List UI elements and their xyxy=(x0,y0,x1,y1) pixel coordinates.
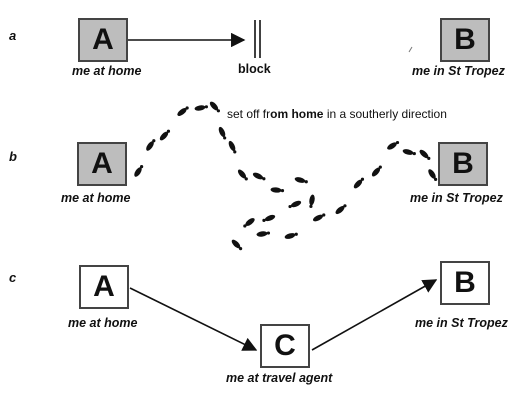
footprint xyxy=(312,214,324,222)
row-label-c: c xyxy=(9,270,17,285)
footprint xyxy=(245,218,255,226)
footprint-toe xyxy=(166,129,171,133)
footprint-toe xyxy=(243,224,247,228)
footprint xyxy=(387,142,397,150)
footprint-toe xyxy=(204,105,208,109)
route-note: set off from home in a southerly directi… xyxy=(227,107,447,121)
row-label-a: a xyxy=(9,28,17,43)
footprint-toe xyxy=(280,189,285,193)
footprint xyxy=(228,140,236,152)
footprint xyxy=(270,187,282,193)
caption-me-in-st-tropez: me in St Tropez xyxy=(412,64,505,78)
box-b-st-tropez: B xyxy=(440,18,490,62)
box-b-st-tropez: B xyxy=(438,142,488,186)
caption-me-at-home: me at home xyxy=(72,64,142,78)
footprint xyxy=(309,194,315,206)
footprint-toe xyxy=(322,213,326,217)
footprint xyxy=(335,205,345,215)
footprint xyxy=(134,167,142,177)
box-a-home: A xyxy=(77,142,127,186)
caption-me-at-home: me at home xyxy=(61,191,131,205)
footprint xyxy=(284,233,296,239)
footprint-toe xyxy=(233,150,237,154)
footprint-toe xyxy=(309,204,313,209)
footprint xyxy=(353,179,363,189)
footprint xyxy=(264,214,276,222)
footprint-trail xyxy=(134,101,438,251)
caption-me-in-st-tropez: me in St Tropez xyxy=(415,316,508,330)
box-a-home: A xyxy=(78,18,128,62)
footprint-toe xyxy=(238,246,243,251)
box-a-home: A xyxy=(79,265,129,309)
footprint xyxy=(402,149,414,155)
footprint xyxy=(290,200,302,208)
footprint-toe xyxy=(378,165,382,169)
footprint-toe xyxy=(304,180,308,184)
footprint xyxy=(256,231,268,237)
footprint xyxy=(294,177,306,183)
footprint-toe xyxy=(343,204,347,208)
footprint-toe xyxy=(288,204,292,209)
footprint xyxy=(146,141,154,151)
stray-mark xyxy=(408,46,413,53)
footprint-toe xyxy=(216,109,220,113)
footprint-toe xyxy=(434,177,438,182)
footprint-toe xyxy=(360,177,365,181)
box-b-st-tropez: B xyxy=(440,261,490,305)
footprint-toe xyxy=(223,136,227,140)
footprint xyxy=(237,169,247,179)
footprint xyxy=(428,169,436,179)
footprint-toe xyxy=(262,218,266,222)
box-c-travel-agent: C xyxy=(260,324,310,368)
footprint xyxy=(218,126,226,138)
footprint-toe xyxy=(412,151,416,156)
footprint-toe xyxy=(152,139,156,143)
footprint xyxy=(209,101,219,111)
caption-me-at-travel-agent: me at travel agent xyxy=(226,371,333,385)
footprint-toe xyxy=(266,231,271,235)
block-label: block xyxy=(238,62,271,76)
caption-me-in-st-tropez: me in St Tropez xyxy=(410,191,503,205)
arrow-home-to-agent xyxy=(129,287,258,351)
row-label-b: b xyxy=(9,149,17,164)
footprint-toe xyxy=(140,164,144,169)
footprint xyxy=(231,239,241,249)
footprint-toe xyxy=(244,177,248,181)
footprint-toe xyxy=(262,177,266,181)
footprint-toe xyxy=(294,232,298,236)
caption-me-at-home: me at home xyxy=(68,316,138,330)
footprint xyxy=(159,131,169,141)
footprint-toe xyxy=(395,140,400,145)
footprint xyxy=(419,149,429,159)
footprint-toe xyxy=(185,106,189,110)
footprint-toe xyxy=(427,156,431,160)
footprint xyxy=(177,108,187,116)
footprint xyxy=(194,105,206,111)
footprint xyxy=(371,167,381,177)
footprint xyxy=(252,172,264,180)
arrow-agent-to-st-tropez xyxy=(311,279,438,351)
